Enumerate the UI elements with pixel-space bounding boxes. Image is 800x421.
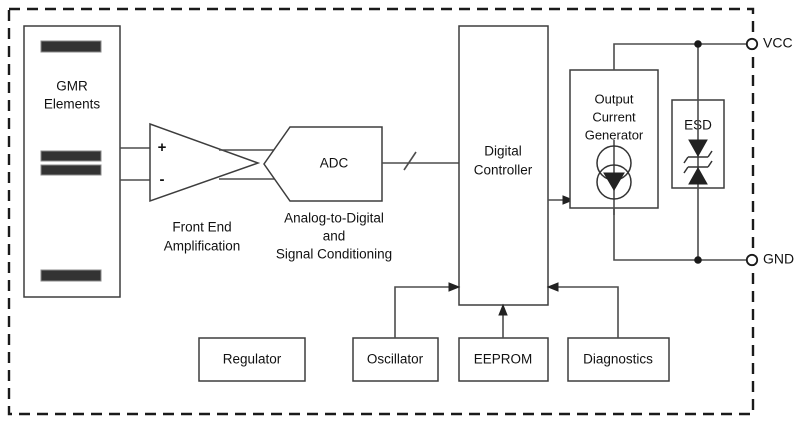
eeprom-label: EEPROM — [474, 352, 533, 367]
bus-slash-icon — [403, 151, 417, 171]
diagnostics-label: Diagnostics — [583, 352, 653, 367]
adc-caption-line1: Analog-to-Digital — [284, 211, 384, 226]
wire-ocg-to-gnd — [613, 208, 752, 261]
gnd-pin[interactable] — [745, 253, 759, 267]
arrowhead-eeprom-to-controller — [498, 303, 508, 316]
amplifier-plus-label: + — [158, 139, 167, 156]
current-direction-arrow-icon — [603, 172, 625, 191]
arrowhead-diagnostics-to-controller — [546, 282, 559, 292]
ocg-label-line2: Current — [592, 109, 636, 124]
junction-dot-vcc — [694, 40, 702, 48]
current-source-circle-lower — [596, 164, 632, 200]
amplifier-minus-label: - — [160, 171, 165, 188]
zener-diode-upper-icon — [688, 139, 708, 158]
adc-block[interactable] — [263, 126, 383, 202]
ocg-label-line1: Output — [594, 91, 633, 106]
adc-caption-line2: and — [323, 229, 346, 244]
gmr-bar — [40, 150, 102, 162]
eeprom-block[interactable] — [458, 337, 549, 382]
vcc-pin-label: VCC — [763, 35, 793, 51]
regulator-label: Regulator — [223, 352, 282, 367]
digital-controller-label-line2: Controller — [474, 163, 533, 178]
front-end-amplifier-block[interactable] — [149, 122, 261, 203]
wire-diagnostics-to-controller — [555, 286, 619, 338]
gmr-bar — [40, 40, 102, 53]
gmr-elements-label-line1: GMR — [56, 79, 88, 94]
zener-diode-upper-bar-icon — [683, 150, 713, 164]
zener-diode-lower-icon — [688, 166, 708, 185]
ocg-label-line3: Generator — [585, 127, 644, 142]
wire-ocg-to-vcc — [613, 43, 752, 70]
junction-dot-gnd — [694, 256, 702, 264]
adc-caption-line3: Signal Conditioning — [276, 247, 392, 262]
wire-oscillator-to-controller — [394, 286, 452, 338]
gmr-elements-label-line2: Elements — [44, 97, 101, 112]
amplifier-caption-line1: Front End — [172, 220, 231, 235]
vcc-pin[interactable] — [745, 37, 759, 51]
amplifier-caption-line2: Amplification — [164, 239, 241, 254]
gmr-bar — [40, 269, 102, 282]
regulator-block[interactable] — [198, 337, 306, 382]
ic-package-boundary — [7, 7, 755, 416]
adc-label: ADC — [320, 156, 349, 171]
zener-diode-lower-bar-icon — [683, 160, 713, 174]
diagnostics-block[interactable] — [567, 337, 670, 382]
gmr-bar — [40, 164, 102, 176]
gnd-pin-label: GND — [763, 251, 794, 267]
arrowhead-controller-to-ocg — [562, 195, 575, 205]
digital-controller-label-line1: Digital — [484, 144, 522, 159]
oscillator-block[interactable] — [352, 337, 439, 382]
digital-controller-block[interactable] — [458, 25, 549, 306]
arrowhead-oscillator-to-controller — [448, 282, 461, 292]
oscillator-label: Oscillator — [367, 352, 424, 367]
